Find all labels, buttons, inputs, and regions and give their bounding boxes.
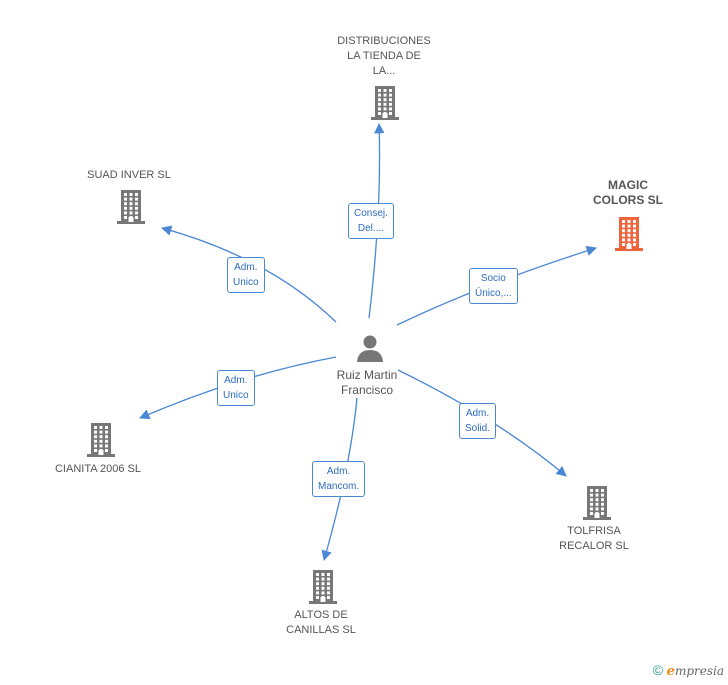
company-label-tolfrisa[interactable]: TOLFRISA RECALOR SL [559, 525, 629, 552]
relation-label-cianita[interactable]: Adm. Unico [217, 370, 255, 406]
building-icon[interactable] [368, 84, 402, 120]
relation-label-suad[interactable]: Adm. Unico [227, 257, 265, 293]
brand-name: mpresia [674, 664, 724, 678]
relation-label-altos[interactable]: Adm. Mancom. [312, 461, 366, 497]
footer-brand[interactable]: © empresia [653, 662, 724, 679]
company-label-cianita[interactable]: CIANITA 2006 SL [54, 463, 141, 475]
building-icon[interactable] [84, 421, 118, 457]
center-person-label[interactable]: Ruiz Martin Francisco [307, 368, 427, 398]
relation-label-distribuciones[interactable]: Consej. Del.... [348, 203, 394, 239]
center-name-line2: Francisco [340, 383, 393, 397]
company-label-suad[interactable]: SUAD INVER SL [87, 169, 171, 181]
relation-label-magic[interactable]: Socio Único,... [469, 268, 518, 304]
relation-label-tolfrisa[interactable]: Adm. Solid. [459, 403, 497, 439]
brand-initial: e [666, 664, 675, 679]
company-label-magic[interactable]: MAGIC COLORS SL [592, 178, 663, 207]
copyright-icon: © [652, 662, 664, 678]
building-icon[interactable] [612, 215, 646, 251]
person-icon[interactable] [355, 333, 385, 363]
company-label-altos[interactable]: ALTOS DE CANILLAS SL [286, 609, 356, 636]
company-label-distribuciones[interactable]: DISTRIBUCIONES LA TIENDA DE LA... [337, 35, 431, 77]
building-icon[interactable] [306, 568, 340, 604]
building-icon[interactable] [580, 484, 614, 520]
building-icon[interactable] [114, 188, 148, 224]
center-name-line1: Ruiz Martin [336, 368, 398, 382]
